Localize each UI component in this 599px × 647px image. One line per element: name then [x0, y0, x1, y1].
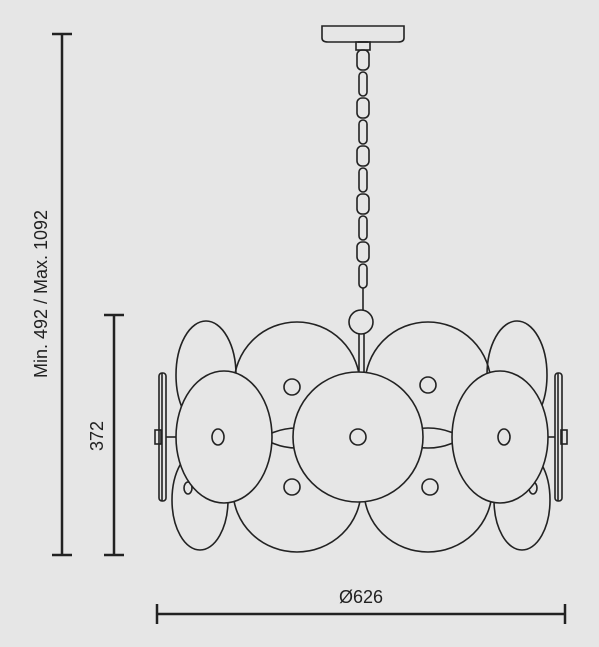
ball-connector: [348, 309, 374, 335]
front-disc-beads: [211, 428, 511, 446]
suspension-chain: [356, 49, 370, 310]
shade-height-dimension: [104, 313, 124, 557]
shade-height-label: 372: [87, 421, 107, 451]
side-discs: [154, 372, 568, 502]
total-height-dimension: [52, 32, 72, 557]
chandelier-illustration: [154, 25, 568, 553]
ceiling-canopy: [321, 25, 405, 43]
front-glass-discs: [175, 370, 549, 504]
total-height-label: Min. 492 / Max. 1092: [31, 210, 51, 378]
diameter-dimension: [155, 604, 567, 624]
diameter-label: Ø626: [339, 587, 383, 607]
